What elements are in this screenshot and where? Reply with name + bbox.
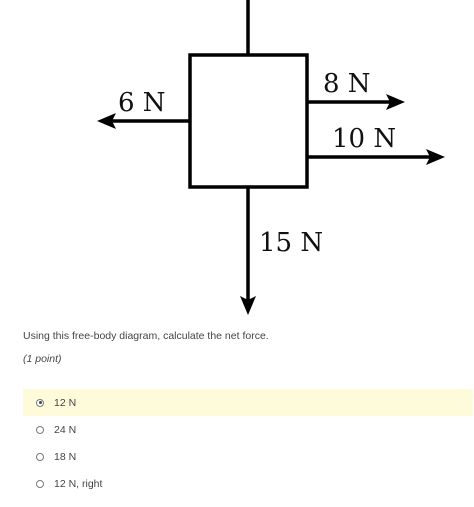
answer-option-label: 12 N (54, 396, 77, 409)
right-top-force-label: 8 N (323, 69, 371, 99)
down-force-arrowhead (240, 296, 256, 315)
radio-selected-icon[interactable] (36, 398, 44, 407)
radio-unselected-icon[interactable] (36, 425, 44, 434)
answer-option-2[interactable]: 24 N (23, 416, 473, 443)
right-bottom-force-label: 10 N (332, 124, 396, 154)
answer-options: 12 N 24 N 18 N 12 N, right (23, 389, 473, 497)
left-force-label: 6 N (118, 88, 166, 118)
radio-unselected-icon[interactable] (36, 452, 44, 461)
answer-option-4[interactable]: 12 N, right (23, 470, 473, 497)
radio-unselected-icon[interactable] (36, 479, 44, 488)
answer-option-label: 12 N, right (54, 477, 103, 490)
right-top-force-arrowhead (386, 94, 405, 110)
answer-option-3[interactable]: 18 N (23, 443, 473, 470)
left-force-arrowhead (97, 113, 116, 129)
question-prompt: Using this free-body diagram, calculate … (23, 330, 269, 342)
answer-option-label: 24 N (54, 423, 77, 436)
down-force-label: 15 N (259, 228, 323, 258)
right-bottom-force-arrowhead (426, 149, 445, 165)
object-box (188, 53, 309, 189)
answer-option-1[interactable]: 12 N (23, 389, 473, 416)
question-points: (1 point) (23, 353, 62, 365)
answer-option-label: 18 N (54, 450, 77, 463)
free-body-diagram: 6 N 8 N 10 N 15 N (97, 0, 445, 315)
